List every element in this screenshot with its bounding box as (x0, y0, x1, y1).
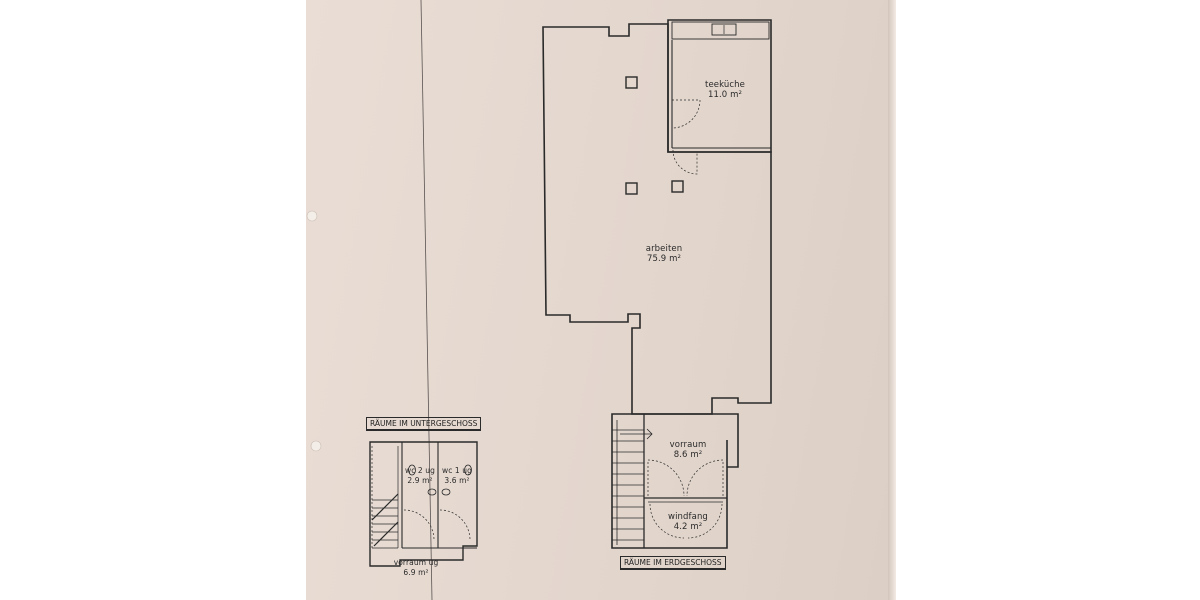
punch-hole (306, 210, 318, 222)
door-swing-icon (672, 149, 698, 175)
room-label-vorraum-ug: vorraum ug 6.9 m² (393, 558, 439, 577)
room-label-wc2: wc 2 ug 2.9 m² (404, 466, 435, 485)
basement-outline (369, 441, 478, 567)
punch-hole (310, 440, 322, 452)
washbasin-icon (441, 488, 451, 496)
door-swing-icon (671, 99, 701, 129)
entrance-outline (611, 413, 739, 549)
paper-sheet (306, 0, 894, 600)
margin-line (420, 0, 433, 600)
staircase-icon (612, 420, 644, 545)
basement-title: RÄUME IM UNTERGESCHOSS (366, 417, 482, 431)
washbasin-icon (427, 488, 437, 496)
column-icon (671, 180, 684, 193)
door-swing-icon (647, 459, 685, 497)
basement-staircase-icon (371, 446, 399, 549)
kitchen-counter (671, 21, 770, 40)
door-swing-icon (686, 459, 724, 497)
ground-floor-title: RÄUME IM ERDGESCHOSS (620, 556, 726, 570)
room-label-arbeiten: arbeiten 75.9 m² (645, 244, 683, 264)
teekueche-walls (667, 19, 772, 153)
column-icon (625, 182, 638, 195)
stair-arrow-icon (620, 428, 653, 440)
room-label-windfang: windfang 4.2 m² (668, 512, 708, 532)
room-label-teekueche: teeküche 11.0 m² (705, 80, 745, 100)
sink-icon (711, 23, 737, 36)
column-icon (625, 76, 638, 89)
door-swing-icon (439, 509, 471, 541)
door-swing-icon (649, 503, 685, 539)
door-swing-icon (403, 509, 435, 541)
toilet-icon (408, 464, 416, 476)
ground-floor-outline (542, 23, 772, 415)
door-swing-icon (687, 503, 723, 539)
room-label-vorraum: vorraum 8.6 m² (669, 440, 707, 460)
page-edge (888, 0, 896, 600)
room-label-wc1: wc 1 ug 3.6 m² (441, 466, 472, 485)
toilet-icon (464, 464, 472, 476)
